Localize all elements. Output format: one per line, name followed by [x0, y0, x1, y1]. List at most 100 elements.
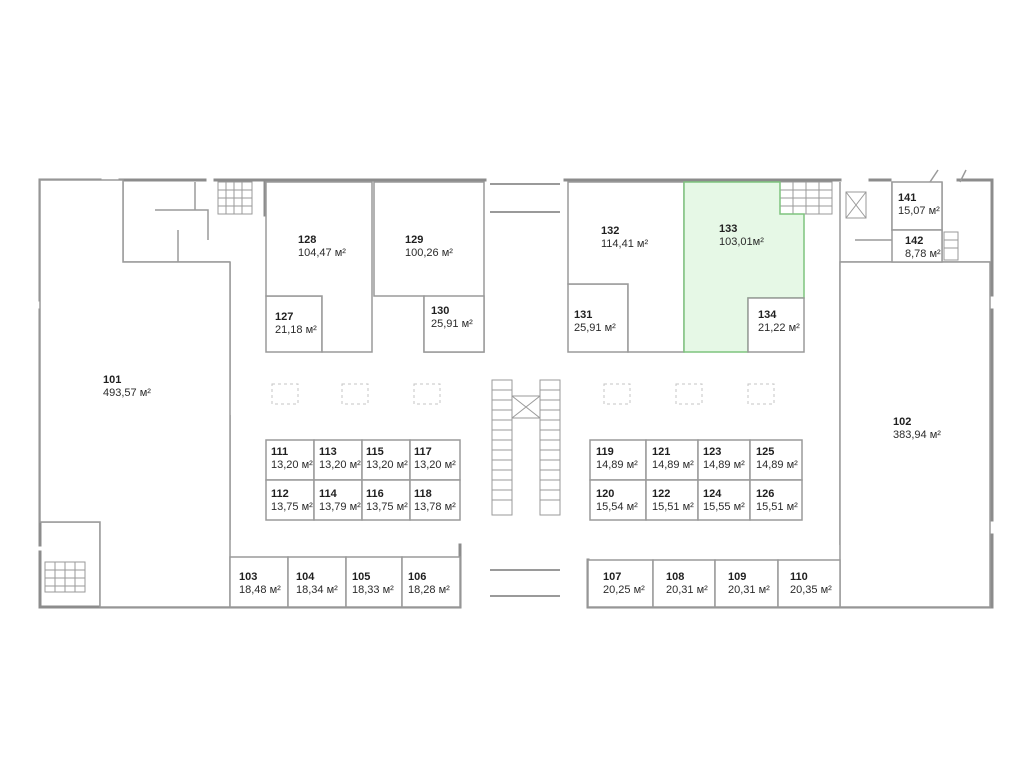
unit-outline-141[interactable]: [891, 181, 943, 231]
unit-outline-120[interactable]: [589, 479, 647, 521]
unit-number: 103: [239, 571, 257, 583]
unit-area: 15,07 м²: [898, 205, 940, 217]
unit-number: 141: [898, 192, 916, 204]
unit-outline-112[interactable]: [265, 479, 315, 521]
unit-outline-126[interactable]: [749, 479, 803, 521]
unit-outline-130[interactable]: [423, 295, 485, 353]
unit-area: 114,41 м²: [601, 238, 648, 250]
unit-area: 18,33 м²: [352, 584, 394, 596]
unit-area: 383,94 м²: [893, 429, 941, 441]
unit-area: 13,79 м²: [319, 501, 361, 513]
unit-number: 121: [652, 446, 670, 458]
unit-number: 111: [271, 446, 288, 458]
unit-number: 112: [271, 488, 289, 500]
unit-area: 13,20 м²: [366, 459, 408, 471]
unit-number: 126: [756, 488, 774, 500]
unit-number: 119: [596, 446, 614, 458]
unit-outline-114[interactable]: [313, 479, 363, 521]
unit-number: 104: [296, 571, 315, 583]
unit-area: 15,51 м²: [756, 501, 798, 513]
unit-area: 20,31 м²: [728, 584, 770, 596]
unit-outline-124[interactable]: [697, 479, 751, 521]
unit-area: 14,89 м²: [596, 459, 638, 471]
unit-outline-122[interactable]: [645, 479, 699, 521]
unit-number: 114: [319, 488, 338, 500]
unit-number: 109: [728, 571, 746, 583]
unit-area: 21,18 м²: [275, 324, 317, 336]
unit-number: 101: [103, 374, 121, 386]
unit-area: 14,89 м²: [703, 459, 745, 471]
unit-area: 13,75 м²: [366, 501, 408, 513]
unit-area: 20,31 м²: [666, 584, 708, 596]
unit-outline-127[interactable]: [265, 295, 323, 353]
unit-number: 142: [905, 235, 923, 247]
unit-area: 15,54 м²: [596, 501, 638, 513]
unit-outline-106[interactable]: [401, 556, 461, 608]
unit-area: 20,35 м²: [790, 584, 832, 596]
unit-outline-103[interactable]: [229, 556, 289, 608]
unit-area: 13,20 м²: [319, 459, 361, 471]
unit-area: 18,48 м²: [239, 584, 281, 596]
unit-area: 18,28 м²: [408, 584, 450, 596]
unit-outline-107[interactable]: [587, 559, 654, 608]
unit-outline-116[interactable]: [361, 479, 411, 521]
unit-area: 14,89 м²: [652, 459, 694, 471]
unit-number: 105: [352, 571, 370, 583]
unit-outline-131[interactable]: [567, 283, 629, 353]
unit-number: 132: [601, 225, 619, 237]
unit-outline-111[interactable]: [265, 439, 315, 481]
unit-outline-105[interactable]: [345, 556, 403, 608]
unit-outline-110[interactable]: [777, 559, 841, 608]
unit-outline-104[interactable]: [287, 556, 347, 608]
unit-area: 15,51 м²: [652, 501, 694, 513]
unit-area: 14,89 м²: [756, 459, 798, 471]
unit-area: 13,75 м²: [271, 501, 313, 513]
unit-area: 13,78 м²: [414, 501, 456, 513]
unit-area: 25,91 м²: [574, 322, 616, 334]
unit-outline-134[interactable]: [747, 297, 805, 353]
unit-outline-142[interactable]: [891, 229, 943, 263]
unit-outline-118[interactable]: [409, 479, 461, 521]
unit-number: 108: [666, 571, 684, 583]
unit-number: 131: [574, 309, 592, 321]
unit-number: 117: [414, 446, 432, 458]
unit-outline-128[interactable]: [265, 181, 373, 353]
unit-number: 107: [603, 571, 621, 583]
unit-area: 13,20 м²: [414, 459, 456, 471]
